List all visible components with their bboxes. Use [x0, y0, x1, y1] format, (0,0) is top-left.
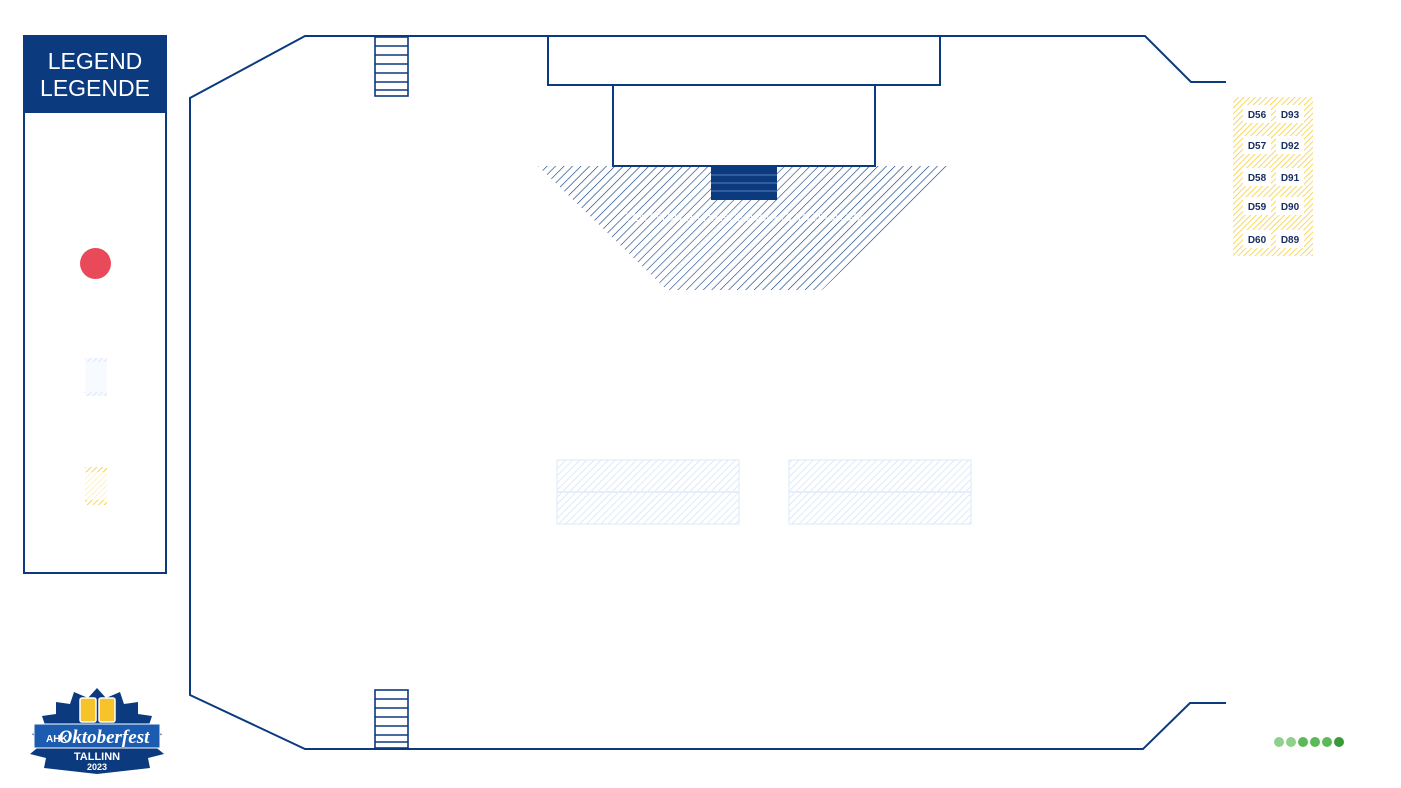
booth-label: D58 — [1248, 173, 1267, 184]
slide-pager[interactable] — [1274, 737, 1344, 747]
booth-cell[interactable] — [1243, 230, 1271, 248]
booth-cell[interactable] — [1276, 136, 1304, 154]
booth-cell[interactable] — [1243, 197, 1271, 215]
booth-cell[interactable] — [1276, 105, 1304, 123]
booth-label: D90 — [1281, 202, 1300, 213]
booth-cell[interactable] — [1243, 168, 1271, 186]
booth-label: D93 — [1281, 110, 1300, 121]
booth-label: D56 — [1248, 110, 1267, 121]
red-circle-icon — [80, 248, 111, 279]
legend-panel: LEGEND LEGENDE — [23, 35, 167, 574]
booth-label: D89 — [1281, 235, 1300, 246]
yellow-hatched-table-icon — [85, 467, 107, 505]
booth-label: D60 — [1248, 235, 1267, 246]
booth-label: D91 — [1281, 173, 1300, 184]
booth-cell[interactable] — [1243, 105, 1271, 123]
pager-dot[interactable] — [1322, 737, 1332, 747]
stairs-top — [374, 36, 409, 97]
booth-label: D59 — [1248, 202, 1267, 213]
booth-label: D92 — [1281, 141, 1300, 152]
legend-header: LEGEND LEGENDE — [25, 37, 165, 113]
pager-dot[interactable] — [1334, 737, 1344, 747]
legend-title-de: LEGENDE — [40, 75, 150, 101]
logo-city: TALLINN — [74, 751, 120, 763]
pager-dot[interactable] — [1286, 737, 1296, 747]
stage-steps — [711, 167, 777, 200]
blue-hatched-table-icon — [85, 358, 107, 396]
booth-cell[interactable] — [1276, 197, 1304, 215]
legend-title-en: LEGEND — [47, 48, 143, 74]
stage-back — [547, 35, 941, 86]
logo-brand: AHK — [46, 734, 68, 745]
stairs-bottom — [374, 689, 409, 749]
pager-dot[interactable] — [1298, 737, 1308, 747]
pager-dot[interactable] — [1274, 737, 1284, 747]
beer-mug-icon — [79, 697, 97, 723]
dance-area-label: TANTSUALA | DANCE AREA | TANZFLÄCHE — [624, 210, 864, 224]
table-block-right — [788, 459, 972, 525]
booth-cell[interactable] — [1276, 168, 1304, 186]
booth-cell[interactable] — [1276, 230, 1304, 248]
beer-mug-icon — [98, 697, 116, 723]
booth-cell[interactable] — [1243, 136, 1271, 154]
booth-label: D57 — [1248, 141, 1267, 152]
hall-outline — [189, 35, 1226, 750]
logo-year: 2023 — [87, 762, 107, 772]
stage-front — [612, 84, 876, 167]
dance-area — [538, 166, 950, 290]
table-block-left — [556, 459, 740, 525]
oktoberfest-logo: AHK Oktoberfest TALLINN 2023 — [30, 688, 164, 774]
logo-name: Oktoberfest — [59, 727, 150, 748]
pager-dot[interactable] — [1310, 737, 1320, 747]
